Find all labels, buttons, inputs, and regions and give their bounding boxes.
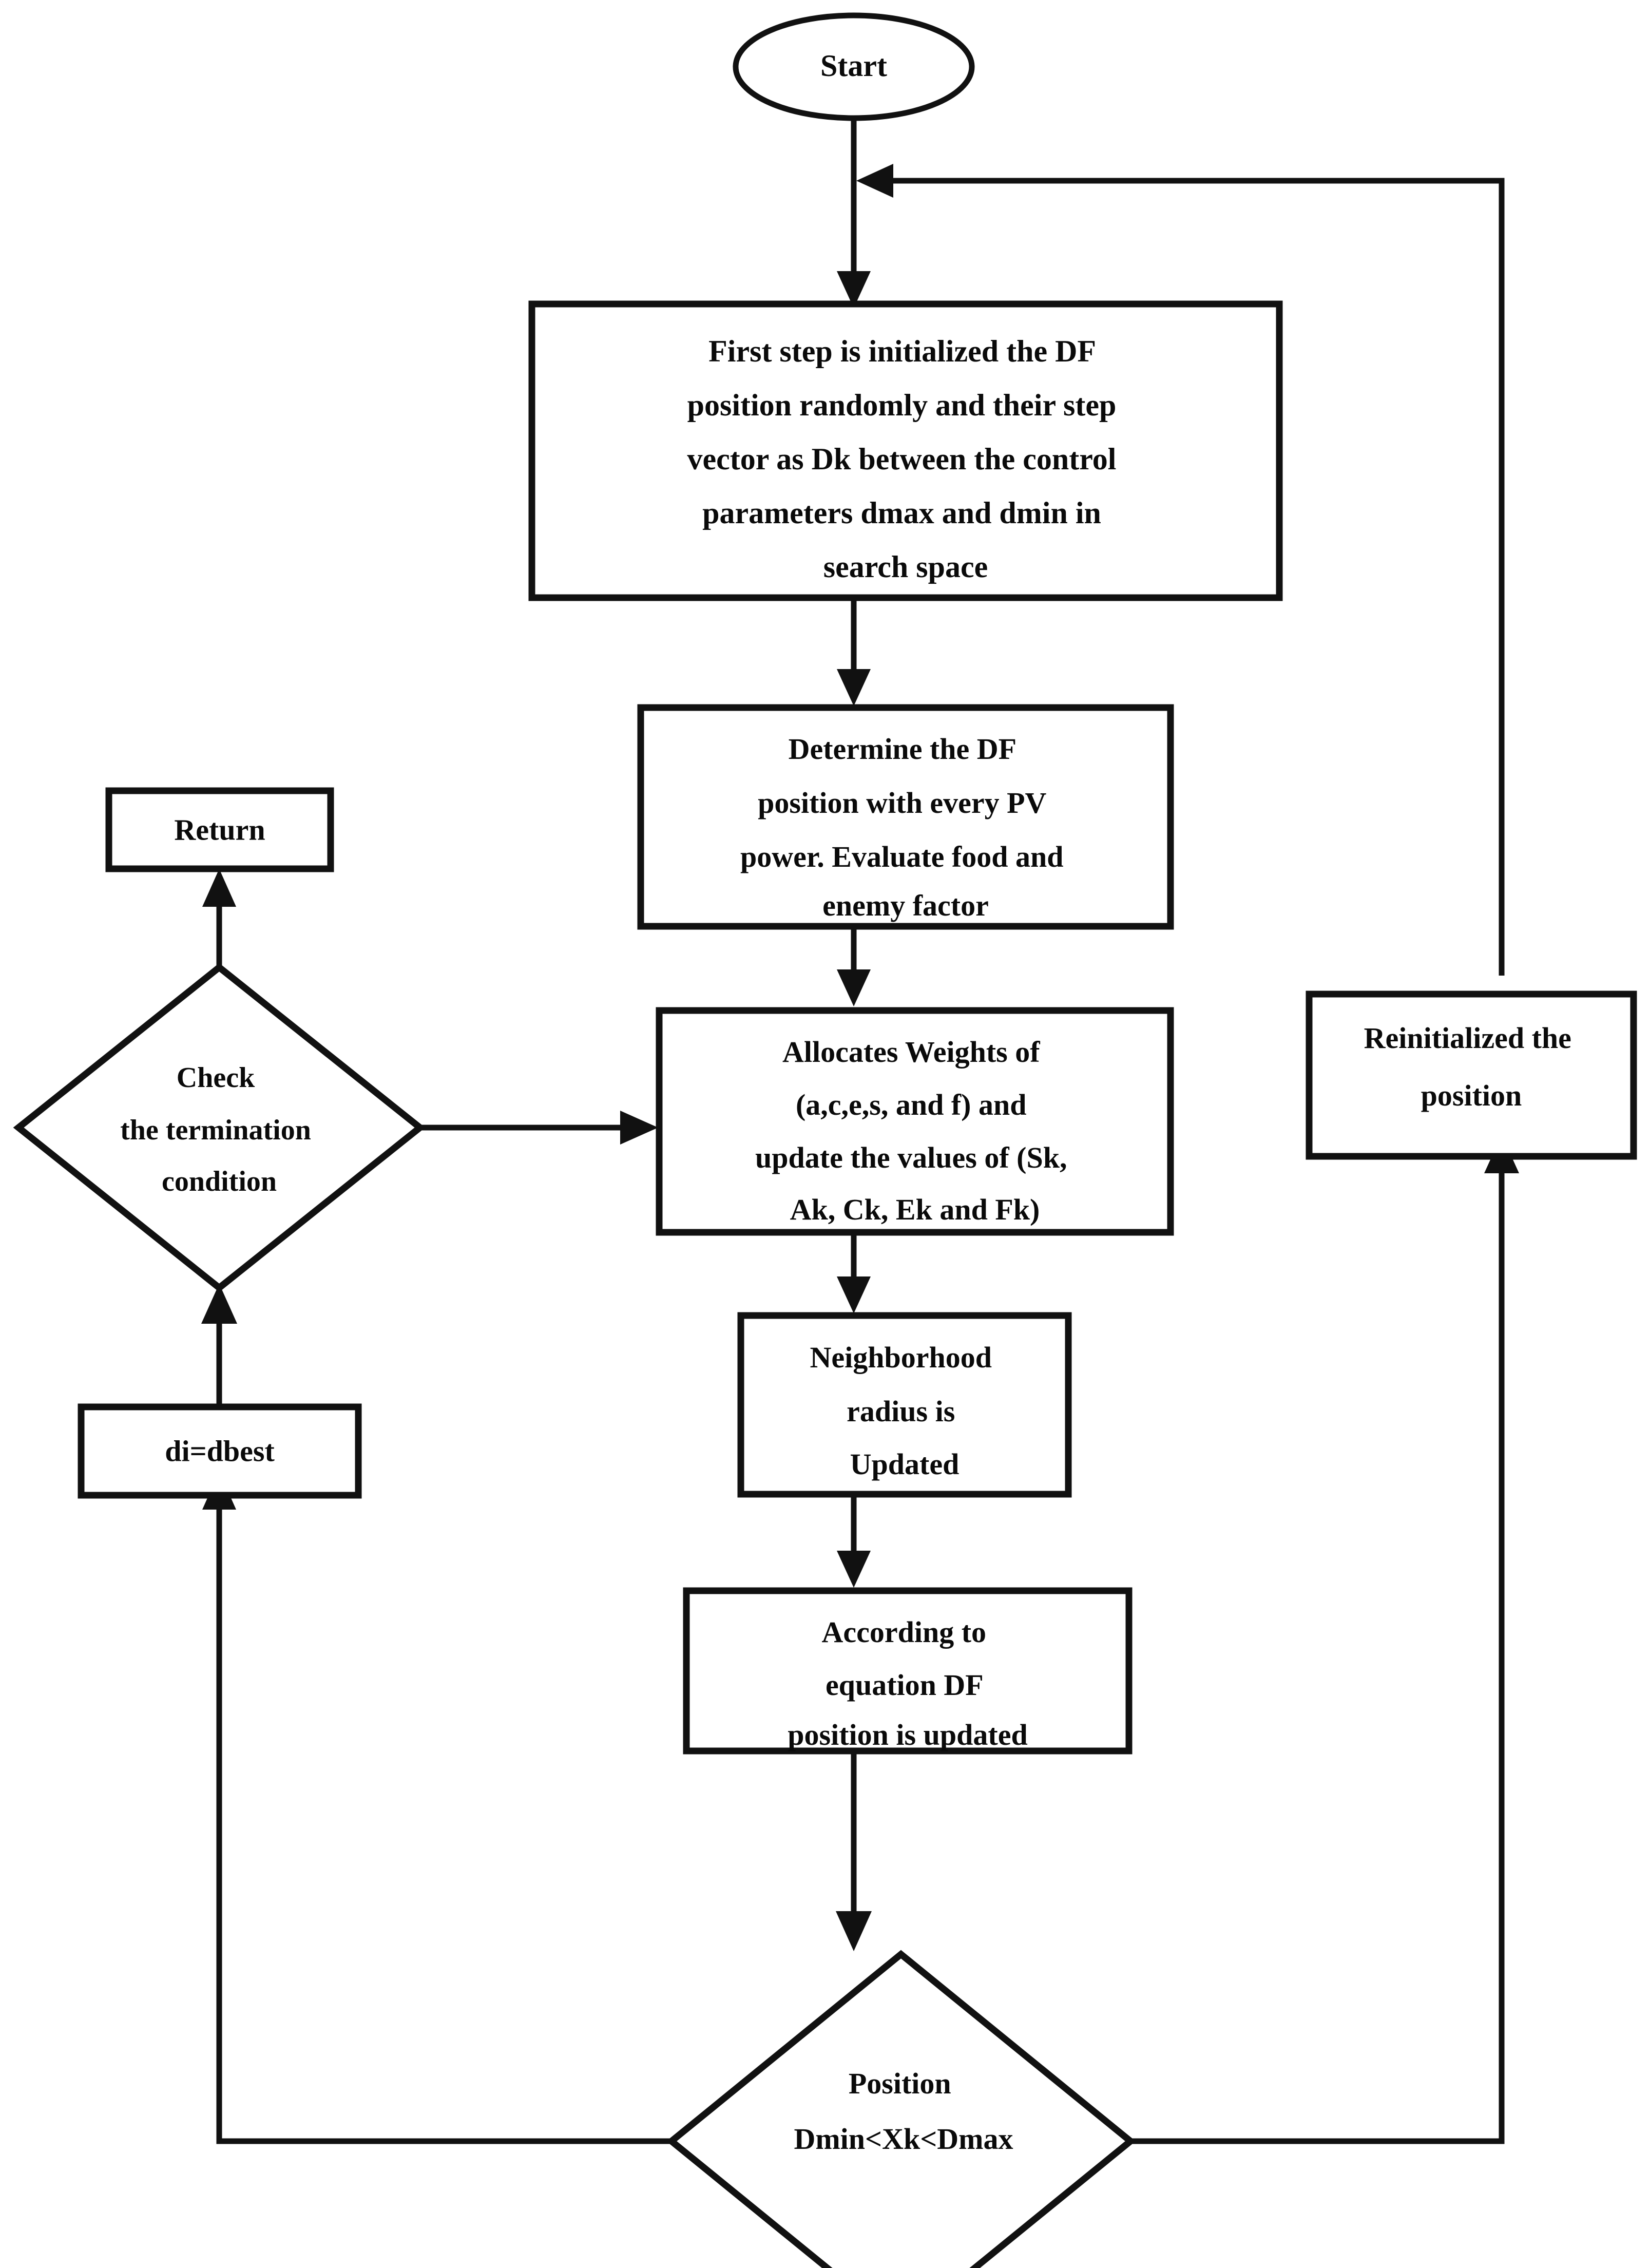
edge-termination-check-to-return: [202, 869, 236, 976]
node-reinitialize-label: Reinitialized the position: [1364, 1021, 1579, 1112]
node-position-check[interactable]: Position Dmin<Xk<Dmax: [666, 1950, 1136, 2268]
node-neighborhood[interactable]: Neighborhood radius is Updated: [737, 1312, 1072, 1498]
node-dbest[interactable]: di=dbest: [78, 1403, 362, 1499]
edge-init-to-determine: [837, 597, 871, 706]
node-equation-label: According to equation DF position is upd…: [788, 1615, 1027, 1751]
node-init-label: First step is initialized the DF positio…: [687, 334, 1124, 584]
node-determine-label: Determine the DF position with every PV …: [740, 732, 1071, 922]
edge-position-check-right-to-reinitialize: [1130, 1135, 1519, 2144]
node-allocate[interactable]: Allocates Weights of (a,c,e,s, and f) an…: [656, 1007, 1174, 1236]
node-allocate-label: Allocates Weights of (a,c,e,s, and f) an…: [755, 1035, 1075, 1226]
node-start[interactable]: Start: [733, 12, 975, 121]
edge-determine-to-allocate: [837, 925, 871, 1006]
node-start-label: Start: [820, 49, 887, 83]
edge-reinitialize-to-top-loop: [856, 164, 1505, 976]
node-neighborhood-label: Neighborhood radius is Updated: [810, 1341, 999, 1481]
node-reinitialize[interactable]: Reinitialized the position: [1306, 990, 1637, 1160]
edge-neighborhood-to-equation: [837, 1495, 871, 1588]
edge-termination-check-to-allocate: [420, 1111, 658, 1145]
node-return[interactable]: Return: [105, 787, 334, 872]
edge-dbest-to-termination-check: [201, 1284, 237, 1407]
node-termination-check[interactable]: Check the termination condition: [13, 963, 426, 1292]
node-determine[interactable]: Determine the DF position with every PV …: [637, 704, 1174, 930]
edge-allocate-to-neighborhood: [837, 1232, 871, 1313]
node-init[interactable]: First step is initialized the DF positio…: [528, 300, 1283, 601]
node-return-label: Return: [174, 813, 265, 846]
edges-layer: [201, 49, 1519, 2144]
node-dbest-label: di=dbest: [165, 1434, 275, 1467]
edge-equation-to-position-check: [836, 1751, 872, 1951]
node-position-check-label: Position Dmin<Xk<Dmax: [794, 2067, 1013, 2156]
edge-position-check-left-to-dbest: [202, 1472, 671, 2144]
node-termination-check-label: Check the termination condition: [120, 1062, 318, 1197]
node-equation[interactable]: According to equation DF position is upd…: [683, 1587, 1133, 1755]
